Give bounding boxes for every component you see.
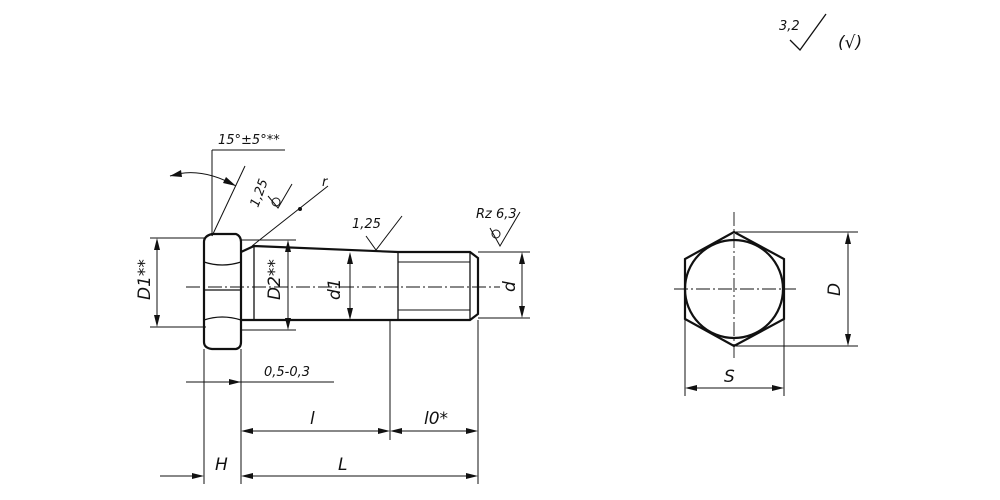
- head-roughness-circle: [271, 197, 281, 207]
- thread-roughness-icon: [489, 211, 521, 248]
- chamfer-arrow-right: [223, 177, 236, 186]
- under-head-diameter-label: D2**: [265, 259, 285, 300]
- s-arrow-left: [685, 385, 697, 391]
- d-arrow-bottom: [519, 306, 525, 318]
- d1-arrow-top: [154, 238, 160, 250]
- transition-arrow: [229, 379, 241, 385]
- l-arrow-left: [241, 428, 253, 434]
- shank-arrow-top: [347, 252, 353, 264]
- bolt-side-view: D1** D2** d1 d 15°±5°** 1,25 r: [135, 133, 530, 484]
- d2-arrow-top: [285, 240, 291, 252]
- head-washer-diameter-label: D1**: [135, 259, 155, 300]
- fillet-leader: [251, 185, 329, 247]
- d-corner-arrow-bottom: [845, 334, 851, 346]
- surface-finish-value: 3,2: [779, 19, 800, 34]
- l0-arrow-left: [390, 428, 402, 434]
- d-corner-arrow-top: [845, 232, 851, 244]
- surface-finish-other: (√): [838, 33, 862, 53]
- head-height-label: H: [215, 455, 228, 475]
- chamfer-slope-line: [211, 165, 246, 237]
- bolt-head-outline: [202, 232, 243, 351]
- head-roughness-label: 1,25: [248, 177, 272, 209]
- across-corners-label: D: [825, 283, 845, 296]
- head-roughness-icon: [267, 183, 293, 209]
- chamfer-angle-label: 15°±5°**: [218, 133, 280, 148]
- d-arrow-top: [519, 252, 525, 264]
- bolt-length-label: L: [338, 455, 347, 475]
- shank-roughness-icon: [365, 215, 403, 251]
- bolt-length-arrow-right: [466, 473, 478, 479]
- d2-arrow-bottom: [285, 318, 291, 330]
- fillet-radius-label: r: [322, 175, 329, 190]
- shank-outline: [240, 244, 480, 322]
- shank-arrow-bottom: [347, 308, 353, 320]
- thread-length-label: l0*: [424, 409, 448, 429]
- thread-roughness-circle: [491, 229, 501, 239]
- shank-length-label: l: [310, 409, 315, 429]
- bolt-end-view: D S: [674, 212, 858, 396]
- surface-finish-symbol: 3,2 (√): [779, 13, 862, 53]
- chamfer-arrow-left: [170, 170, 182, 177]
- thread-diameter-label: d: [500, 281, 520, 292]
- d1-arrow-bottom: [154, 315, 160, 327]
- l0-arrow-right: [466, 428, 478, 434]
- fillet-dot: [298, 207, 302, 211]
- shank-diameter-label: d1: [325, 278, 345, 300]
- thread-roughness-label: Rz 6,3: [476, 207, 517, 222]
- s-arrow-right: [772, 385, 784, 391]
- shank-roughness-label: 1,25: [352, 217, 381, 232]
- roughness-check-icon: [789, 13, 827, 51]
- head-arc-top: [203, 261, 242, 266]
- h-arrow-left: [192, 473, 204, 479]
- head-transition-label: 0,5-0,3: [264, 365, 310, 380]
- l-arrow-right: [378, 428, 390, 434]
- head-arc-bottom: [203, 316, 242, 321]
- across-flats-label: S: [724, 367, 735, 387]
